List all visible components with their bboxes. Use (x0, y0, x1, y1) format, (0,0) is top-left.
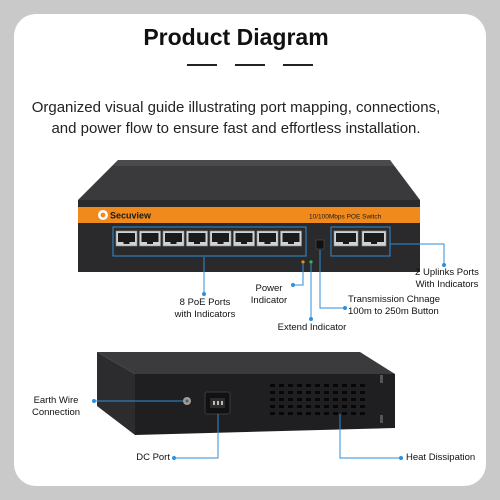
orange-stripe (78, 207, 420, 223)
poe-port-icon (139, 230, 161, 247)
vent-slot (333, 412, 338, 415)
vent-slot (351, 405, 356, 408)
label-earth-wire: Earth Wire Connection (31, 395, 81, 418)
label-heat-dissipation: Heat Dissipation (406, 452, 476, 463)
poe-port-icon (162, 230, 185, 247)
power-indicator-led (301, 260, 305, 264)
page-subtitle: Organized visual guide illustrating port… (31, 99, 441, 137)
page-title: Product Diagram (143, 24, 329, 50)
vent-slot (351, 391, 356, 394)
vent-slot (306, 391, 311, 394)
vent-slot (270, 391, 275, 394)
vent-slot (324, 398, 329, 401)
vent-slot (324, 384, 329, 387)
vent-slot (342, 412, 347, 415)
callout-lines (95, 243, 445, 459)
uplink-callout-box (330, 226, 391, 257)
vent-slot (270, 384, 275, 387)
vent-slot (360, 398, 365, 401)
vent-slot (270, 398, 275, 401)
uplink-port-icon (361, 230, 387, 247)
vent-slot (279, 412, 284, 415)
label-uplink-ports: 2 Uplinks Ports With Indicators (415, 267, 479, 290)
vent-slot (297, 398, 302, 401)
poe-port-icon (209, 230, 232, 247)
vent-slot (333, 384, 338, 387)
brand-name: Secuview (110, 211, 152, 221)
switch-top-panel (78, 160, 420, 200)
vent-slot (324, 391, 329, 394)
poe-port-icon (233, 230, 255, 247)
vent-slot (306, 405, 311, 408)
vent-slot (342, 391, 347, 394)
vent-slot (324, 405, 329, 408)
label-dc-port: DC Port (136, 452, 170, 463)
vent-slot (306, 398, 311, 401)
label-power-indicator: Power Indicator (250, 283, 288, 306)
heat-vent-grid (270, 384, 365, 415)
callout-endpoints (92, 263, 446, 460)
vent-slot (288, 405, 293, 408)
rear-top-panel (97, 352, 395, 374)
vent-slot (297, 391, 302, 394)
vent-slot (342, 398, 347, 401)
vent-slot (333, 391, 338, 394)
vent-slot (342, 405, 347, 408)
vent-slot (279, 391, 284, 394)
vent-slot (315, 391, 320, 394)
poe-port-icon (186, 230, 208, 247)
vent-slot (315, 412, 320, 415)
title-underline-dash (283, 64, 313, 66)
vent-slot (315, 384, 320, 387)
rear-back-panel (135, 374, 395, 435)
rear-left-side (97, 352, 135, 435)
vent-slot (288, 412, 293, 415)
poe-port-group (112, 226, 307, 257)
vent-slot (351, 384, 356, 387)
model-label: 10/100Mbps POE Switch (309, 214, 382, 221)
vent-slot (270, 405, 275, 408)
vent-slot (315, 398, 320, 401)
poe-port-callout-box (112, 226, 307, 257)
label-extend-indicator: Extend Indicator (277, 322, 347, 333)
label-transmission-button: Transmission Chnage 100m to 250m Button (348, 294, 441, 317)
extend-indicator-led (309, 260, 313, 264)
vent-slot (288, 391, 293, 394)
vent-slot (288, 398, 293, 401)
vent-slot (333, 398, 338, 401)
title-underline-dash (235, 64, 265, 66)
poe-port-icon (256, 230, 279, 247)
vent-slot (279, 384, 284, 387)
transmission-button (315, 239, 325, 250)
vent-slot (306, 412, 311, 415)
vent-slot (288, 384, 293, 387)
vent-slot (360, 391, 365, 394)
label-poe-ports: 8 PoE Ports with Indicators (174, 297, 236, 320)
vent-slot (279, 398, 284, 401)
vent-slot (324, 412, 329, 415)
poe-port-icon (115, 230, 138, 247)
switch-front-view: Secuview 10/100Mbps POE Switch (78, 160, 420, 272)
vent-slot (333, 405, 338, 408)
title-underline-dash (187, 64, 217, 66)
poe-port-icon (280, 230, 302, 247)
vent-slot (297, 412, 302, 415)
vent-slot (297, 384, 302, 387)
vent-slot (270, 412, 275, 415)
uplink-port-icon (333, 230, 359, 247)
vent-slot (306, 384, 311, 387)
vent-slot (279, 405, 284, 408)
vent-slot (360, 405, 365, 408)
vent-slot (360, 384, 365, 387)
vent-slot (315, 405, 320, 408)
vent-slot (351, 398, 356, 401)
vent-slot (297, 405, 302, 408)
vent-slot (360, 412, 365, 415)
switch-rear-view (97, 352, 395, 435)
vent-slot (342, 384, 347, 387)
vent-slot (351, 412, 356, 415)
